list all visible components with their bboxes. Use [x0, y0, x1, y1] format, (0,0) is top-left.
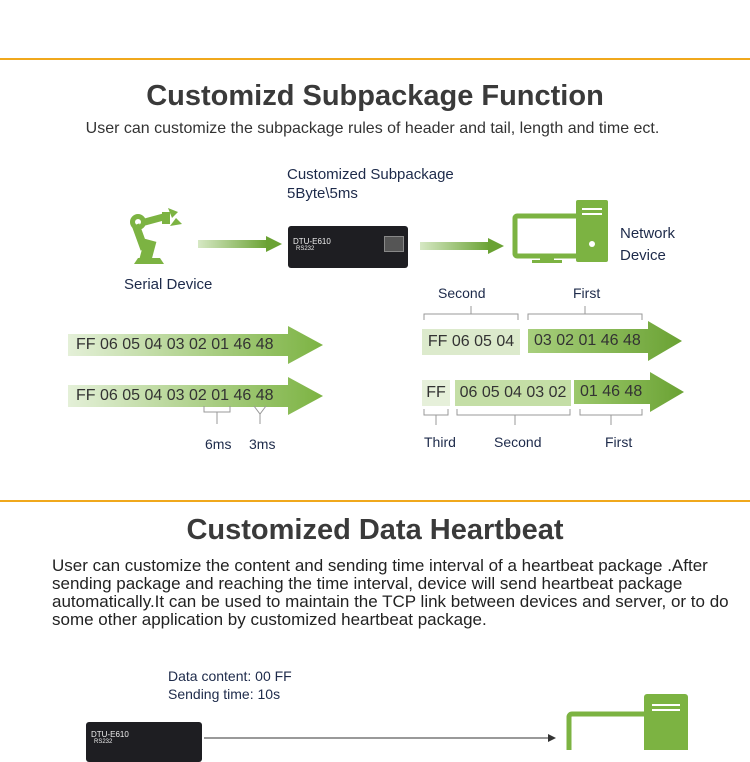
serial-device-label: Serial Device [124, 276, 213, 293]
timing-brackets [203, 405, 267, 424]
heartbeat-computer-icon [566, 694, 688, 750]
network-device-label-line1: Network [620, 225, 676, 242]
right-row2-brackets [423, 409, 643, 425]
right-row1-arrow [528, 321, 682, 361]
heartbeat-device: DTU-E610 RS232 [86, 722, 202, 762]
section-divider [0, 500, 750, 502]
device-model-sub: RS232 [296, 246, 315, 252]
right-row1-label-second: Second [438, 285, 486, 301]
network-device-label-line2: Device [620, 247, 666, 264]
left-stream-arrow-2 [68, 377, 323, 415]
section1-subtitle: User can customize the subpackage rules … [85, 120, 660, 137]
left-stream-text-1: FF 06 05 04 03 02 01 46 48 [76, 336, 274, 353]
right-row2-segment-second: 06 05 04 03 02 [455, 380, 571, 406]
heartbeat-arrow [204, 734, 556, 742]
device-port [384, 236, 404, 252]
config-label-line2: 5Byte\5ms [287, 185, 358, 202]
config-label-line1: Customized Subpackage [287, 166, 454, 183]
computer-icon [512, 200, 608, 263]
robot-arm-icon [130, 208, 182, 264]
flow-arrow-right [420, 238, 504, 254]
right-row1-segment-first: 03 02 01 46 48 [534, 332, 641, 349]
left-stream-text-2: FF 06 05 04 03 02 01 46 48 [76, 387, 274, 404]
timing-label-3ms: 3ms [249, 436, 276, 452]
right-row2-label-first: First [605, 434, 633, 450]
flow-arrow-left [198, 236, 282, 252]
right-row1-label-first: First [573, 285, 601, 301]
right-row2-segment-first: 01 46 48 [580, 383, 643, 400]
section1-title: Customizd Subpackage Function [146, 80, 604, 112]
timing-label-6ms: 6ms [205, 436, 232, 452]
right-row2-label-second: Second [494, 434, 542, 450]
device-model-label: DTU-E610 [293, 237, 331, 246]
section2-title: Customized Data Heartbeat [186, 514, 564, 546]
top-divider [0, 58, 750, 60]
right-row1-brackets [423, 306, 643, 320]
right-row2-label-third: Third [424, 434, 456, 450]
heartbeat-data-content: Data content: 00 FF [168, 668, 292, 684]
right-row1-segment-second: FF 06 05 04 [422, 329, 520, 355]
right-row2-arrow [574, 372, 684, 412]
left-stream-arrow-1 [68, 326, 323, 364]
heartbeat-sending-time: Sending time: 10s [168, 686, 281, 702]
serial-server-device: DTU-E610 RS232 [288, 226, 408, 268]
heartbeat-device-model: DTU-E610 [91, 730, 129, 739]
right-row2-segment-third: FF [422, 380, 450, 406]
heartbeat-device-model-sub: RS232 [94, 739, 113, 745]
section2-paragraph: User can customize the content and sendi… [52, 556, 729, 629]
